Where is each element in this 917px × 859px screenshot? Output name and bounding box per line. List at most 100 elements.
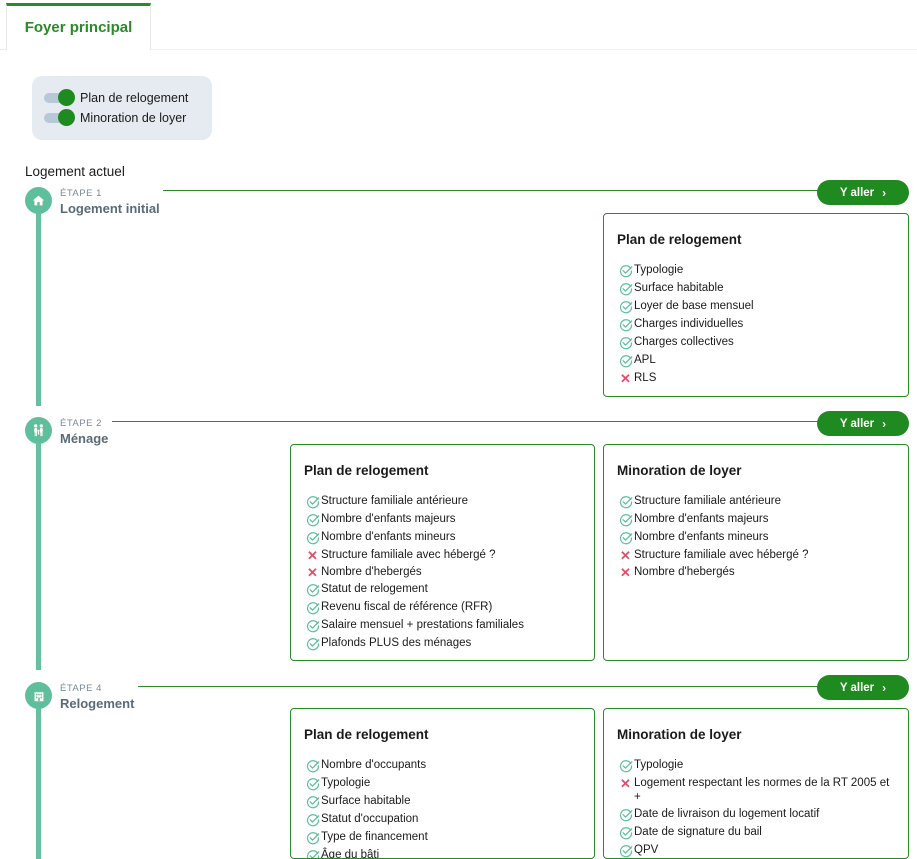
step-label: ÉTAPE 2 xyxy=(60,418,102,429)
checklist-item: Typologie xyxy=(617,758,895,773)
checklist-item-text: Typologie xyxy=(321,777,371,789)
check-circle-icon xyxy=(617,263,634,278)
section-title: Logement actuel xyxy=(25,164,125,179)
check-circle-icon xyxy=(617,825,634,840)
checklist-item: Surface habitable xyxy=(304,794,581,809)
checklist-item: Structure familiale antérieure xyxy=(617,494,895,509)
tab-foyer-principal[interactable]: Foyer principal xyxy=(6,3,151,50)
checklist-item-text: Statut d'occupation xyxy=(321,813,419,825)
check-circle-icon xyxy=(617,281,634,296)
checklist-item-text: Salaire mensuel + prestations familiales xyxy=(321,619,524,631)
checklist-item-text: Structure familiale antérieure xyxy=(321,495,469,507)
checklist-item: Plafonds PLUS des ménages xyxy=(304,636,581,651)
checklist-item: Nombre d'enfants majeurs xyxy=(617,512,895,527)
check-circle-icon xyxy=(304,512,321,527)
checklist-item-text: Nombre d'enfants mineurs xyxy=(634,531,769,543)
checklist-item-text: Nombre d'enfants mineurs xyxy=(321,531,456,543)
goto-button-step-4[interactable]: Y aller › xyxy=(817,675,909,700)
step-divider xyxy=(112,421,823,422)
card-title: Plan de relogement xyxy=(304,463,429,478)
check-circle-icon xyxy=(304,758,321,773)
checklist-item: Charges collectives xyxy=(617,335,895,350)
checklist-item-text: Nombre d'hebergés xyxy=(321,566,422,578)
checklist-item: Loyer de base mensuel xyxy=(617,299,895,314)
checklist-item-text: Revenu fiscal de référence (RFR) xyxy=(321,601,493,613)
checklist-item: Structure familiale antérieure xyxy=(304,494,581,509)
goto-label: Y aller xyxy=(839,681,875,694)
checklist-item-text: Type de financement xyxy=(321,831,428,843)
toggle-plan-relogement[interactable]: Plan de relogement xyxy=(44,88,212,108)
check-circle-icon xyxy=(304,776,321,791)
goto-button-step-1[interactable]: Y aller› xyxy=(817,180,909,205)
checklist-item: Statut d'occupation xyxy=(304,812,581,827)
checklist-item-text: Logement respectant les normes de la RT … xyxy=(634,777,890,803)
checklist-item-text: Nombre d'enfants majeurs xyxy=(321,513,456,525)
card-minoration-loyer: Minoration de loyer Structure familiale … xyxy=(603,444,909,661)
check-circle-icon xyxy=(617,317,634,332)
checklist-item-text: Typologie xyxy=(634,759,684,771)
check-circle-icon xyxy=(304,830,321,845)
card-plan-relogement: Plan de relogement Structure familiale a… xyxy=(290,444,595,661)
check-circle-icon xyxy=(617,807,634,822)
checklist-item: Charges individuelles xyxy=(617,317,895,332)
toggle-minoration-loyer[interactable]: Minoration de loyer xyxy=(44,108,212,128)
checklist-item-text: Charges collectives xyxy=(634,336,734,348)
check-circle-icon xyxy=(304,494,321,509)
checklist-item: Nombre d'enfants mineurs xyxy=(304,530,581,545)
checklist-item-text: Plafonds PLUS des ménages xyxy=(321,637,472,649)
goto-label: Y aller xyxy=(839,417,875,430)
card-minoration-loyer: Minoration de loyer Typologie✕Logement r… xyxy=(603,708,909,859)
step-label: ÉTAPE 1 xyxy=(60,188,102,199)
cross-icon: ✕ xyxy=(307,565,318,580)
checklist-item: ✕Structure familiale avec hébergé ? xyxy=(304,548,581,562)
check-circle-icon xyxy=(304,636,321,651)
toggle-switch[interactable] xyxy=(44,89,75,106)
checklist-item-text: QPV xyxy=(634,844,659,856)
check-circle-icon xyxy=(304,794,321,809)
step-name: Relogement xyxy=(60,696,135,711)
step-name: Ménage xyxy=(60,431,109,446)
step-divider xyxy=(138,686,823,687)
building-icon xyxy=(25,682,52,709)
checklist-item: Nombre d'enfants majeurs xyxy=(304,512,581,527)
timeline-line xyxy=(36,695,41,859)
checklist-item-text: Charges individuelles xyxy=(634,318,744,330)
checklist-item: Surface habitable xyxy=(617,281,895,296)
card-title: Plan de relogement xyxy=(304,727,429,742)
chevron-right-icon: › xyxy=(882,185,887,200)
checklist-item-text: Loyer de base mensuel xyxy=(634,300,754,312)
checklist-item: Date de signature du bail xyxy=(617,825,895,840)
cross-icon: ✕ xyxy=(620,776,631,791)
checklist-item-text: Surface habitable xyxy=(321,795,411,807)
checklist-item: ✕Structure familiale avec hébergé ? xyxy=(617,548,895,562)
checklist-item: Salaire mensuel + prestations familiales xyxy=(304,618,581,633)
checklist-item: Date de livraison du logement locatif xyxy=(617,807,895,822)
family-icon xyxy=(25,417,52,444)
checklist-item-text: RLS xyxy=(634,372,657,384)
toggle-switch[interactable] xyxy=(44,109,75,126)
card-title: Plan de relogement xyxy=(617,232,742,247)
toggle-label: Minoration de loyer xyxy=(80,111,187,125)
chevron-right-icon: › xyxy=(882,680,887,695)
checklist-item: Nombre d'occupants xyxy=(304,758,581,773)
check-circle-icon xyxy=(304,812,321,827)
checklist-item-text: Structure familiale avec hébergé ? xyxy=(634,549,809,561)
check-circle-icon xyxy=(304,600,321,615)
checklist-item: Statut de relogement xyxy=(304,582,581,597)
timeline-line xyxy=(36,198,41,406)
checklist-item: ✕Nombre d'hebergés xyxy=(617,565,895,579)
tab-bar: Foyer principal xyxy=(0,0,917,50)
checklist-item: ✕Nombre d'hebergés xyxy=(304,565,581,579)
checklist-item-text: Nombre d'hebergés xyxy=(634,566,735,578)
goto-button-step-2[interactable]: Y aller› xyxy=(817,411,909,436)
checklist-item: Typologie xyxy=(617,263,895,278)
step-name: Logement initial xyxy=(60,201,160,216)
checklist-item: ✕Logement respectant les normes de la RT… xyxy=(617,776,895,804)
checklist-item-text: Structure familiale avec hébergé ? xyxy=(321,549,496,561)
check-circle-icon xyxy=(617,512,634,527)
checklist-item: Âge du bâti xyxy=(304,848,581,858)
checklist-item-text: APL xyxy=(634,354,656,366)
